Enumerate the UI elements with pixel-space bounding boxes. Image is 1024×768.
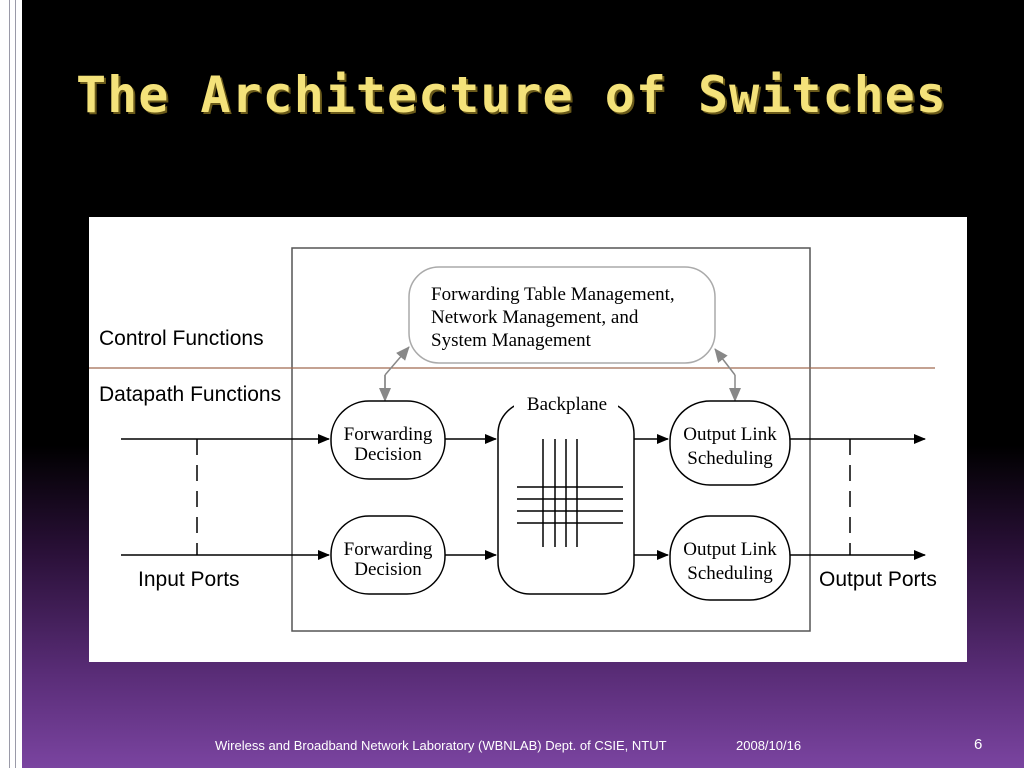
forwarding-decision-top-line-1: Forwarding — [344, 424, 433, 445]
output-ports-label: Output Ports — [819, 568, 937, 591]
left-margin-rule — [0, 0, 22, 768]
footer-text: Wireless and Broadband Network Laborator… — [215, 738, 667, 753]
datapath-functions-label: Datapath Functions — [99, 383, 282, 406]
backplane-label: Backplane — [527, 394, 607, 415]
control-functions-label: Control Functions — [99, 327, 264, 350]
input-ports-label: Input Ports — [138, 568, 240, 591]
output-link-scheduling-top-line-2: Scheduling — [687, 448, 773, 469]
management-box — [408, 266, 716, 364]
switch-architecture-diagram: Forwarding Table Management, Network Man… — [89, 217, 967, 662]
mgmt-arrow-right-diag — [714, 348, 736, 376]
forwarding-decision-bottom-line-2: Decision — [354, 559, 422, 580]
management-line-1: Forwarding Table Management, — [431, 284, 675, 305]
output-link-scheduling-bottom-line-2: Scheduling — [687, 563, 773, 584]
forwarding-decision-top — [330, 400, 446, 480]
forwarding-decision-top-line-2: Decision — [354, 444, 422, 465]
output-link-scheduling-bottom — [669, 515, 791, 601]
output-link-scheduling-bottom-line-1: Output Link — [683, 539, 777, 560]
page-number: 6 — [974, 736, 983, 753]
mgmt-arrow-left-diag — [384, 346, 410, 376]
management-line-3: System Management — [431, 330, 592, 351]
backplane-crossbar — [517, 439, 623, 547]
forwarding-decision-bottom-line-1: Forwarding — [344, 539, 433, 560]
output-link-scheduling-top — [669, 400, 791, 486]
output-link-scheduling-top-line-1: Output Link — [683, 424, 777, 445]
footer-date: 2008/10/16 — [736, 738, 802, 753]
slide-title: The Architecture of Switches — [76, 66, 947, 124]
management-line-2: Network Management, and — [431, 307, 639, 328]
